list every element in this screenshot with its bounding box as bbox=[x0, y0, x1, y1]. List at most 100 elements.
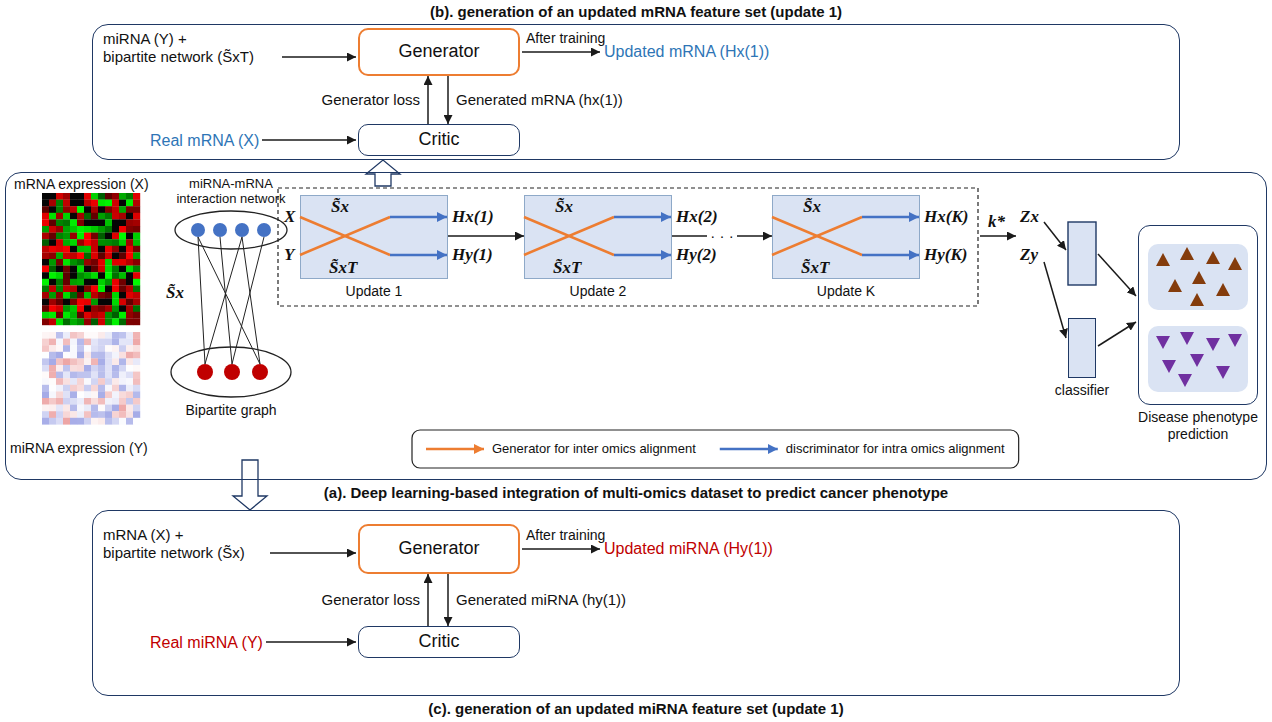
heatmap-cell bbox=[126, 266, 133, 273]
heatmap-cell bbox=[49, 345, 56, 352]
heatmap-cell bbox=[70, 246, 77, 253]
heatmap-cell bbox=[126, 246, 133, 253]
heatmap-cell bbox=[77, 391, 84, 398]
heatmap-cell bbox=[70, 239, 77, 246]
heatmap-cell bbox=[63, 266, 70, 273]
heatmap-cell bbox=[70, 332, 77, 339]
heatmap-cell bbox=[42, 318, 49, 325]
heatmap-cell bbox=[77, 272, 84, 279]
heatmap-cell bbox=[133, 312, 140, 319]
heatmap-cell bbox=[84, 272, 91, 279]
heatmap-cell bbox=[49, 312, 56, 319]
heatmap-cell bbox=[84, 233, 91, 240]
heatmap-cell bbox=[49, 385, 56, 392]
heatmap-cell bbox=[119, 259, 126, 266]
dashed-frame bbox=[278, 188, 978, 306]
class-marker bbox=[1216, 283, 1230, 296]
heatmap-cell bbox=[98, 339, 105, 346]
heatmap-cell bbox=[84, 259, 91, 266]
mirna-dots bbox=[197, 364, 268, 380]
node-text: S̃xT bbox=[553, 258, 581, 278]
heatmap-cell bbox=[56, 352, 63, 359]
heatmap-cell bbox=[133, 272, 140, 279]
heatmap-cell bbox=[98, 312, 105, 319]
heatmap-cell bbox=[70, 213, 77, 220]
heatmap-cell bbox=[77, 252, 84, 259]
heatmap-cell bbox=[63, 292, 70, 299]
heatmap-cell bbox=[119, 365, 126, 372]
heatmap-cell bbox=[133, 345, 140, 352]
heatmap-cell bbox=[42, 332, 49, 339]
node-text: S̃x bbox=[331, 197, 349, 217]
heatmap-cell bbox=[119, 299, 126, 306]
heatmap-cell bbox=[49, 272, 56, 279]
heatmap-cell bbox=[112, 226, 119, 233]
node-text: Critic bbox=[419, 631, 460, 653]
heatmap-cell bbox=[112, 219, 119, 226]
heatmap-cell bbox=[98, 226, 105, 233]
heatmap-cell bbox=[42, 391, 49, 398]
heatmap-cell bbox=[77, 266, 84, 273]
heatmap-cell bbox=[77, 378, 84, 385]
heatmap-cell bbox=[63, 239, 70, 246]
heatmap-cell bbox=[105, 378, 112, 385]
heatmap-cell bbox=[98, 239, 105, 246]
heatmap-cell bbox=[49, 299, 56, 306]
edge-label: Generator loss bbox=[322, 91, 420, 109]
heatmap-cell bbox=[49, 200, 56, 207]
heatmap-cell bbox=[105, 239, 112, 246]
heatmap-cell bbox=[119, 305, 126, 312]
heatmap-cell bbox=[49, 398, 56, 405]
node-text: Generator bbox=[398, 41, 479, 63]
label: X bbox=[284, 207, 295, 227]
node-text: S̃xT bbox=[801, 258, 829, 278]
heatmap-cell bbox=[77, 292, 84, 299]
heatmap-cell bbox=[84, 299, 91, 306]
heatmap-cell bbox=[133, 226, 140, 233]
heatmap-cell bbox=[119, 252, 126, 259]
heatmap-cell bbox=[84, 411, 91, 418]
node-text: S̃x bbox=[555, 197, 573, 217]
heatmap-cell bbox=[133, 332, 140, 339]
heatmap-cell bbox=[126, 405, 133, 412]
heatmap-cell bbox=[77, 411, 84, 418]
heatmap-cell bbox=[98, 352, 105, 359]
label: Updated mRNA (Hx(1)) bbox=[604, 42, 769, 61]
heatmap-cell bbox=[112, 385, 119, 392]
heatmap-cell bbox=[49, 239, 56, 246]
heatmap-cell bbox=[105, 332, 112, 339]
heatmap-cell bbox=[42, 411, 49, 418]
heatmap-cell bbox=[56, 378, 63, 385]
heatmap-cell bbox=[49, 213, 56, 220]
heatmap-cell bbox=[56, 305, 63, 312]
heatmap-cell bbox=[49, 358, 56, 365]
label: Real mRNA (X) bbox=[150, 131, 259, 150]
heatmap-cell bbox=[49, 233, 56, 240]
heatmap-cell bbox=[49, 418, 56, 425]
heatmap-cell bbox=[70, 312, 77, 319]
heatmap-cell bbox=[56, 398, 63, 405]
discriminator-arrow bbox=[390, 254, 447, 257]
heatmap-cell bbox=[91, 318, 98, 325]
heatmap-cell bbox=[84, 213, 91, 220]
heatmap-cell bbox=[49, 259, 56, 266]
heatmap-cell bbox=[105, 352, 112, 359]
heatmap-cell bbox=[112, 378, 119, 385]
heatmap-cell bbox=[91, 259, 98, 266]
heatmap-cell bbox=[119, 226, 126, 233]
heatmap-cell bbox=[98, 345, 105, 352]
heatmap-cell bbox=[49, 372, 56, 379]
heatmap-cell bbox=[119, 272, 126, 279]
heatmap-cell bbox=[84, 193, 91, 200]
node-text: S̃x bbox=[803, 197, 821, 217]
update-box: S̃xS̃xTUpdate 2 bbox=[524, 195, 672, 279]
heatmap-cell bbox=[77, 219, 84, 226]
heatmap-cell bbox=[63, 378, 70, 385]
heatmap-cell bbox=[98, 365, 105, 372]
edge-label: · · · bbox=[707, 227, 736, 245]
class-marker bbox=[1190, 293, 1204, 306]
heatmap-cell bbox=[133, 285, 140, 292]
heatmap-cell bbox=[91, 345, 98, 352]
heatmap-cell bbox=[112, 345, 119, 352]
heatmap-cell bbox=[84, 358, 91, 365]
